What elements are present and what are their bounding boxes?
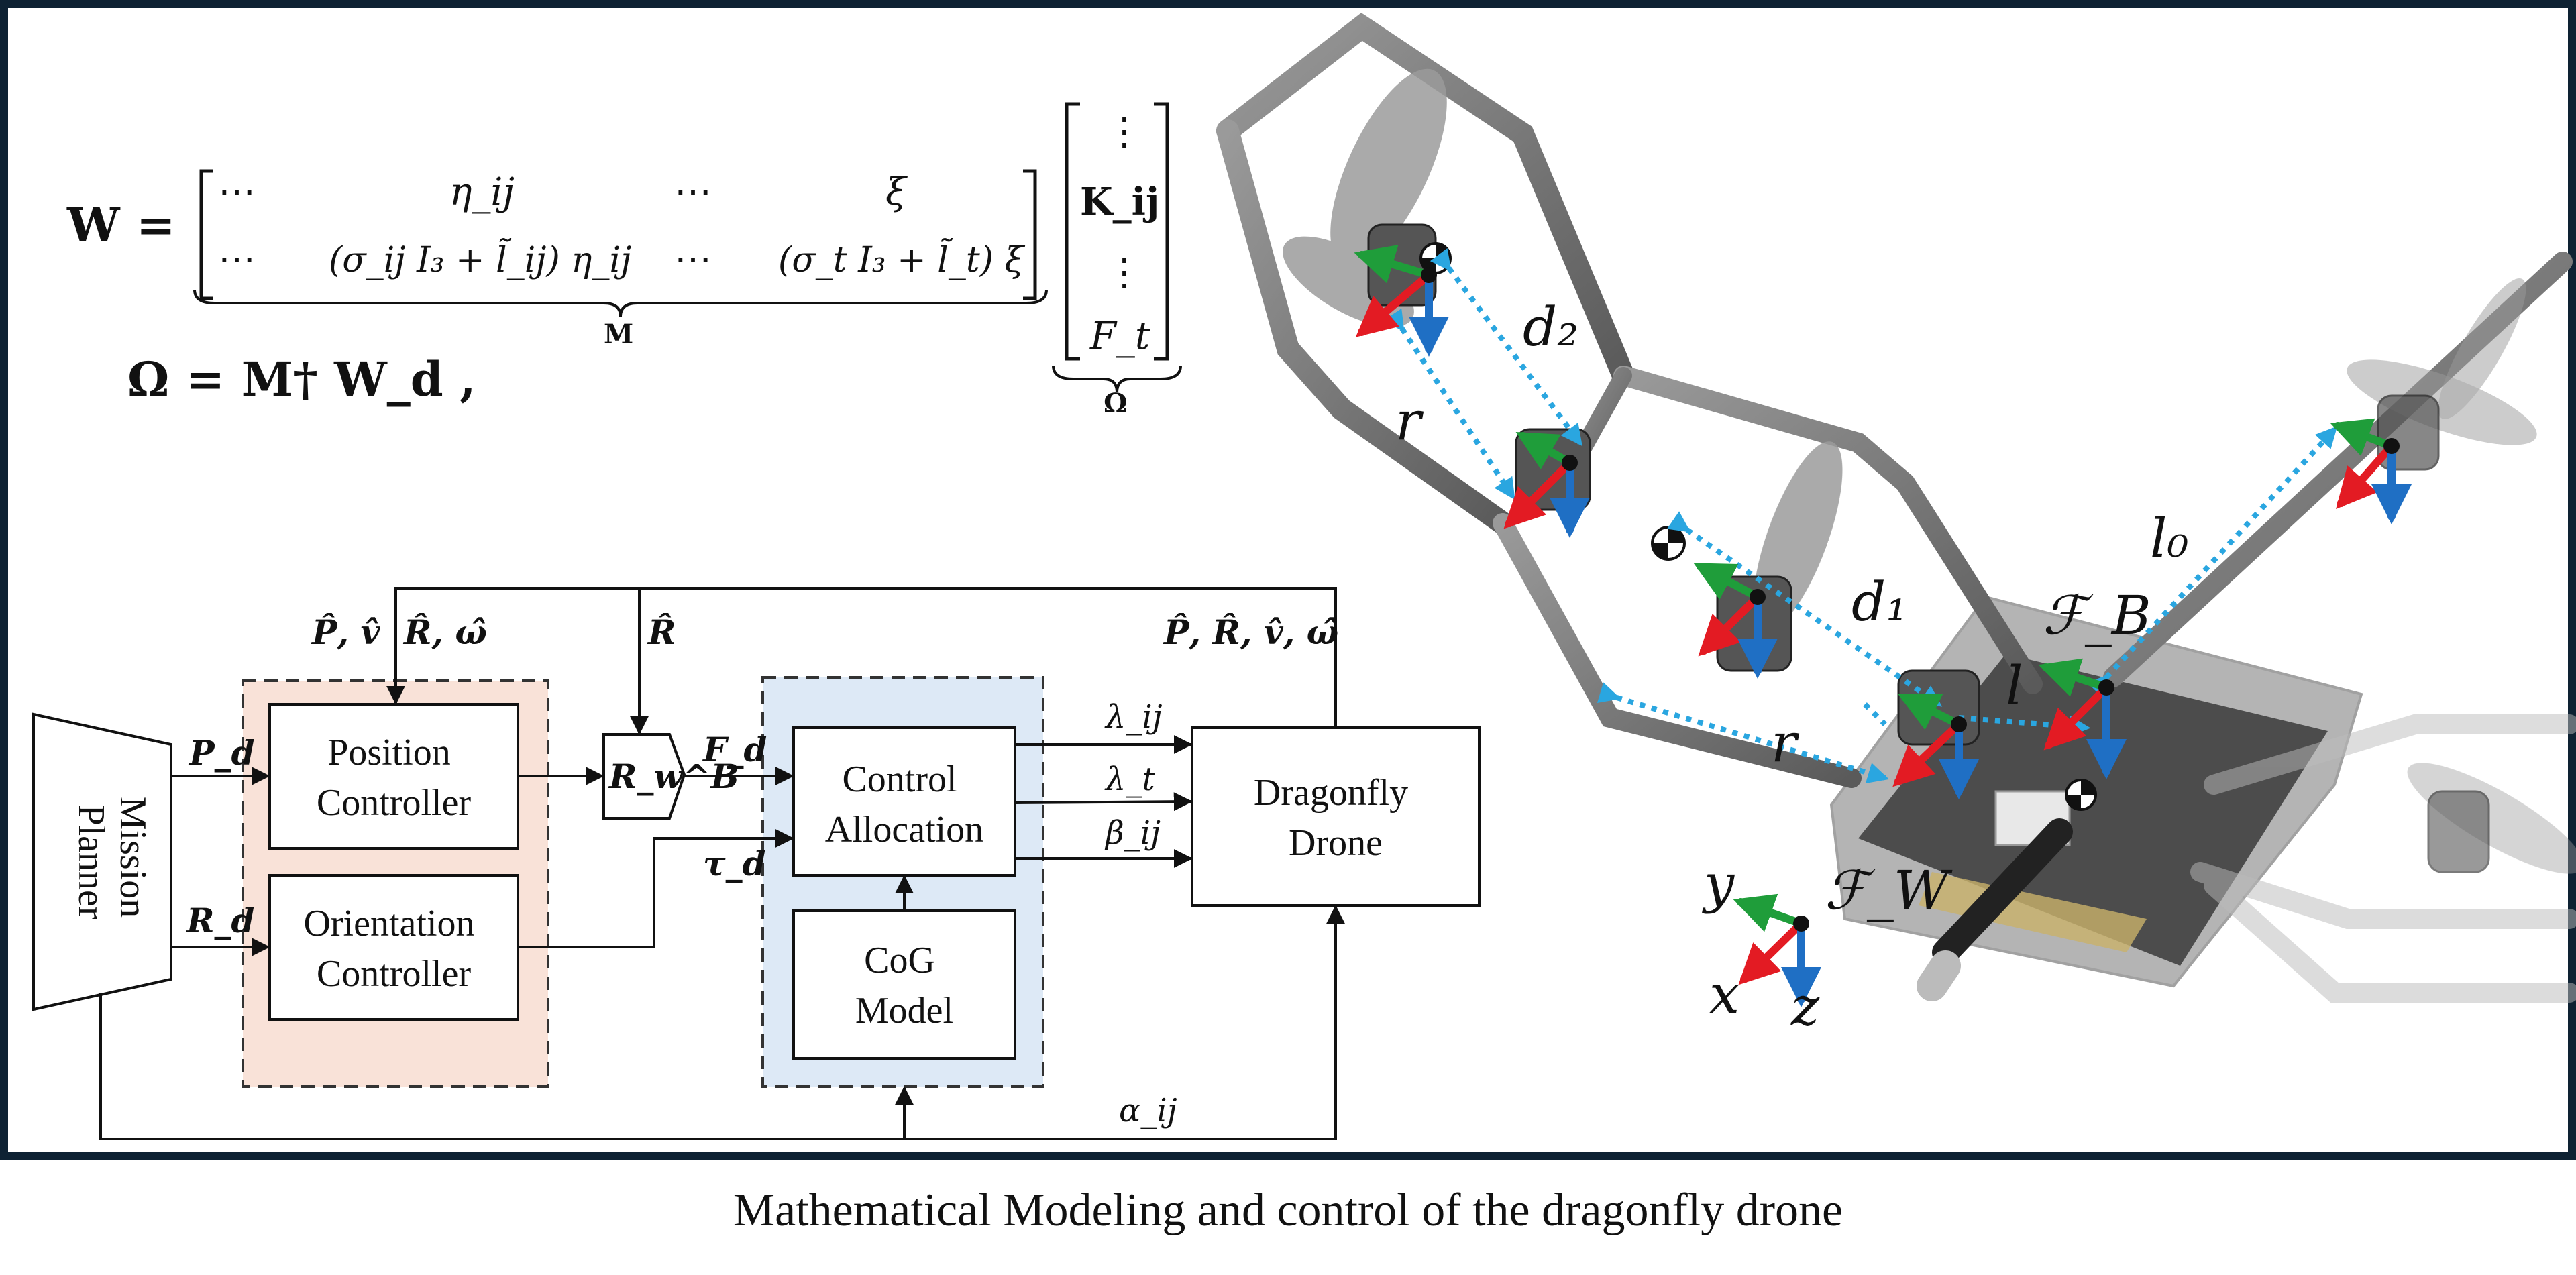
m-r2c3: ⋯: [674, 237, 712, 281]
distance-lines: [1383, 247, 2338, 783]
far-arms: [2190, 714, 2576, 1003]
signal-p-v: P̂, v̂: [311, 612, 380, 652]
label-frame-b: ℱ_B: [2043, 584, 2151, 647]
signal-r-w: R̂, ω̂: [402, 612, 487, 652]
vector-left-bracket: [1065, 102, 1080, 361]
omega-underbrace: [1052, 365, 1182, 393]
signal-p-d: P_d: [188, 733, 255, 773]
label-frame-w: ℱ_W: [1825, 859, 1953, 922]
m-label: M: [604, 319, 633, 350]
matrix-left-bracket: [199, 169, 213, 300]
equation-block: W = ⋯ η_ij ⋯ ξ ⋯ (σ_ij I₃ + l̃_ij) η_ij …: [66, 102, 1182, 419]
m-underbrace: [193, 289, 1048, 317]
omega-label: Ω: [1104, 388, 1128, 419]
signal-lines: [99, 587, 1345, 1140]
orientation-controller-block: [268, 874, 519, 1021]
vector-ft: F_t: [1089, 315, 1150, 358]
battery-stripe: [1919, 872, 2147, 952]
signal-r-hat: R̂: [647, 612, 676, 652]
dragonfly-drone-label: Dragonfly Drone: [1254, 772, 1417, 864]
m-r1c2: η_ij: [449, 170, 515, 214]
m-r1c3: ⋯: [674, 170, 712, 214]
control-block-diagram: Mission Planner Position Controller Orie…: [32, 587, 1481, 1140]
joint-dots: [1421, 267, 2400, 932]
m-r2c2: (σ_ij I₃ + l̃_ij) η_ij: [329, 238, 631, 280]
vector-dots-2: ⋮: [1106, 251, 1143, 294]
label-r-bottom: r: [1771, 712, 1800, 774]
m-r2c1: ⋯: [218, 237, 256, 281]
cog-model-block: [792, 909, 1016, 1060]
signal-r-d: R_d: [185, 901, 255, 940]
control-allocation-label: Control Allocation: [825, 759, 983, 850]
vector-dots-1: ⋮: [1106, 110, 1143, 154]
signal-alpha-ij: α_ij: [1119, 1092, 1177, 1129]
orientation-controller-label: Orientation Controller: [303, 903, 484, 995]
label-axis-y: y: [1702, 852, 1735, 915]
figure-canvas: W = ⋯ η_ij ⋯ ξ ⋯ (σ_ij I₃ + l̃_ij) η_ij …: [32, 13, 2576, 1140]
label-axis-x: x: [1709, 963, 1739, 1025]
rotation-block: [602, 733, 686, 820]
control-allocation-block: [792, 726, 1016, 877]
label-d1: d₁: [1851, 571, 1907, 633]
label-r-top: r: [1395, 390, 1424, 452]
w-lhs: W =: [66, 197, 176, 253]
matrix-right-bracket: [1023, 169, 1037, 300]
position-controller-label: Position Controller: [317, 732, 472, 824]
position-controller-block: [268, 703, 519, 850]
signal-feedback-all: P̂, R̂, v̂, ω̂: [1163, 612, 1338, 652]
dragonfly-drone-block: [1191, 726, 1481, 907]
mission-planner-label: Mission Planner: [70, 797, 154, 928]
vector-kij: K_ij: [1080, 180, 1159, 224]
m-r1c1: ⋯: [218, 170, 256, 214]
m-r1c4: ξ: [885, 170, 908, 214]
omega-equation: Ω = M† W_d ,: [127, 351, 476, 407]
label-l: l: [2006, 655, 2023, 717]
signal-beta-ij: β_ij: [1104, 814, 1161, 852]
signal-lambda-ij: λ_ij: [1104, 698, 1163, 736]
label-l0: l₀: [2150, 507, 2189, 569]
signal-tau-d: τ_d: [703, 844, 766, 883]
signal-f-d: F_d: [702, 730, 767, 769]
signal-lambda-t: λ_t: [1104, 761, 1155, 798]
drone-illustration: d₂ r d₁ r l₀ l ℱ_B ℱ_W y x z: [1216, 13, 2576, 1038]
label-axis-z: z: [1790, 975, 1820, 1038]
label-d2: d₂: [1523, 296, 1578, 358]
mission-planner-block: [32, 712, 172, 1011]
local-frames: [1354, 245, 2412, 1007]
vector-right-bracket: [1154, 102, 1169, 361]
m-r2c4: (σ_t I₃ + l̃_t) ξ: [778, 238, 1026, 280]
figure-caption: Mathematical Modeling and control of the…: [733, 1184, 1843, 1236]
cog-model-label: CoG Model: [855, 940, 953, 1032]
